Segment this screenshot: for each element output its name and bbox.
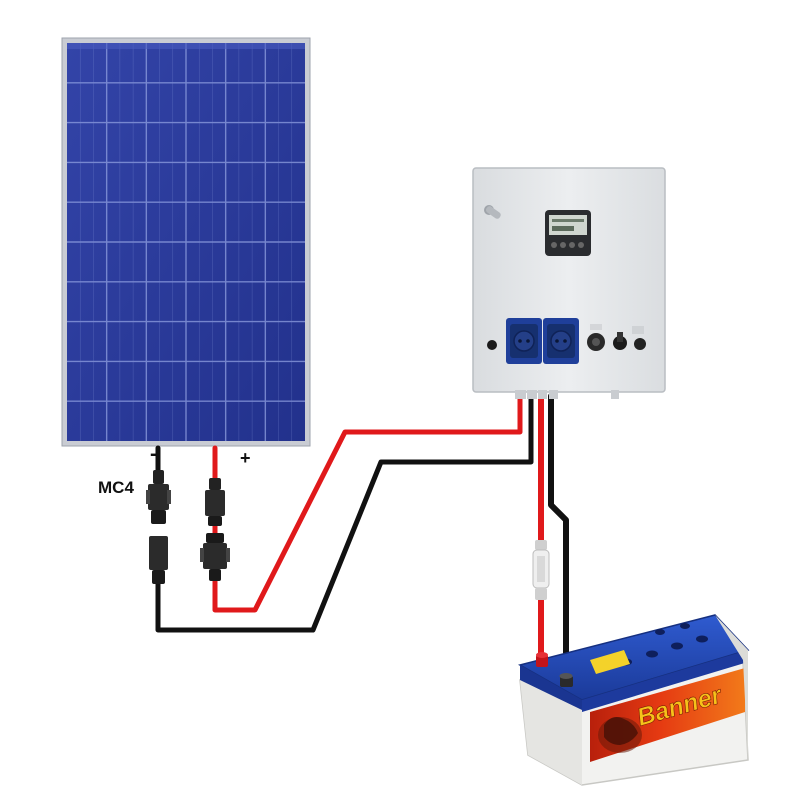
solar-panel (61, 37, 311, 447)
battery-icon: Banner (518, 614, 750, 786)
connector-label: MC4 (98, 478, 134, 497)
indicator-lamp (487, 340, 497, 350)
control-switches (587, 324, 646, 351)
battery-terminal-negative (559, 673, 573, 687)
power-socket-icon (543, 318, 579, 364)
mc4-connector-positive (200, 478, 230, 581)
charge-controller-display-icon (545, 210, 591, 256)
mc4-connector-negative (146, 470, 171, 584)
inline-fuse (532, 540, 550, 600)
inline-fuse-icon (532, 540, 550, 600)
battery-terminal-positive (536, 652, 548, 667)
enclosure-latch (484, 205, 501, 219)
positive-terminal-label: + (240, 448, 251, 468)
bull-logo-icon (598, 717, 642, 753)
cable-glands (515, 390, 619, 399)
negative-terminal-label: - (150, 443, 157, 465)
solar-panel-cell-grid (67, 43, 305, 441)
charge-controller-enclosure (472, 167, 666, 399)
power-socket-right (543, 318, 579, 364)
mc4-connector-icon (146, 470, 171, 584)
battery: Banner (518, 614, 750, 786)
cables (155, 393, 569, 691)
mc4-connector-icon (200, 478, 230, 581)
negative-cable-battery (548, 393, 569, 691)
power-socket-left (506, 318, 542, 364)
power-socket-icon (506, 318, 542, 364)
